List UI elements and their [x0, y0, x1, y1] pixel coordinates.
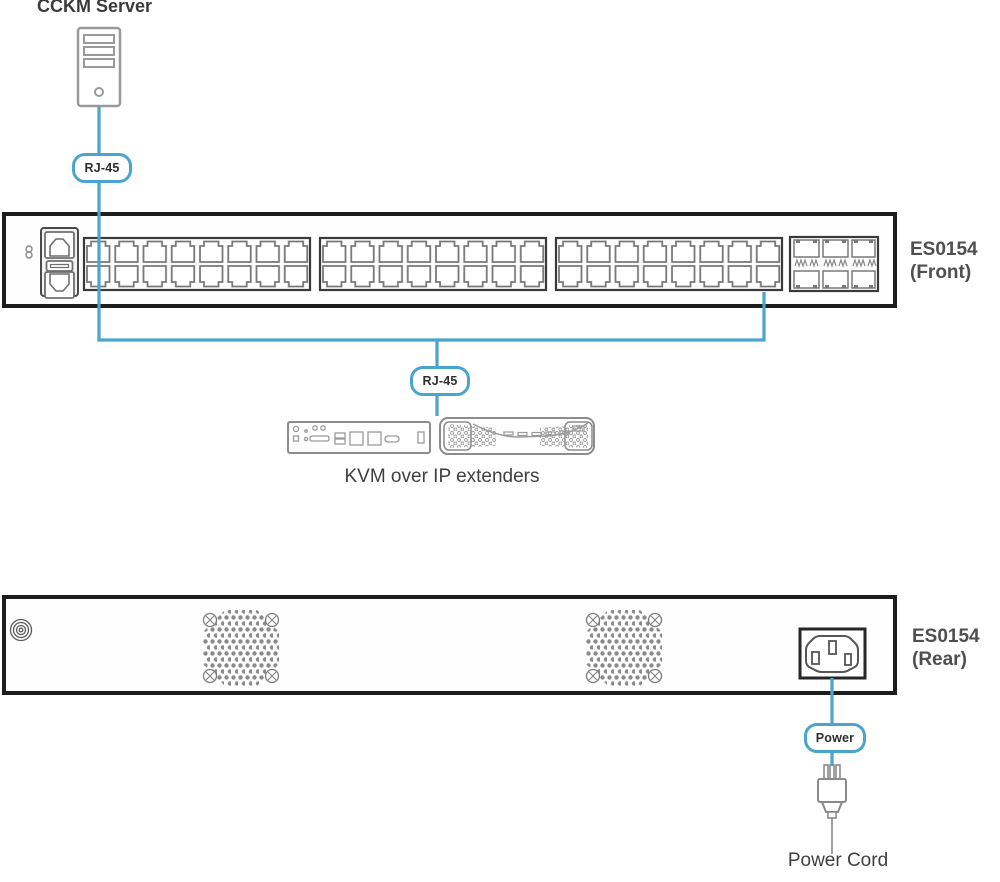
rear-panel	[2, 595, 897, 695]
sfp-latch-icons	[794, 258, 877, 268]
rj45-badge-server: RJ-45	[72, 153, 132, 183]
sfp-port-block	[788, 235, 880, 293]
rear-panel-view: (Rear)	[912, 649, 967, 670]
front-panel-label: ES0154 (Front)	[910, 238, 978, 284]
rj45-badge-extender: RJ-45	[410, 366, 470, 396]
cckm-server-label: CCKM Server	[37, 0, 153, 16]
console-port-module	[40, 227, 79, 299]
rj45-port-block-1	[82, 236, 312, 292]
rj45-port-block-3	[554, 236, 784, 292]
front-panel-view: (Front)	[910, 262, 972, 283]
front-panel	[2, 212, 897, 308]
fan-grille-icon	[202, 610, 280, 686]
rear-panel-frame	[2, 595, 897, 695]
power-inlet-icon	[798, 627, 867, 680]
power-cord-label: Power Cord	[787, 850, 889, 871]
rear-panel-label: ES0154 (Rear)	[912, 625, 980, 671]
fan-grille-icon	[585, 610, 663, 686]
ground-screw-icon	[9, 618, 33, 642]
front-panel-model: ES0154	[910, 239, 978, 260]
kvm-extenders-icon	[287, 417, 595, 455]
kvm-receiver-icon	[439, 417, 595, 455]
kvm-extenders-caption: KVM over IP extenders	[344, 466, 540, 487]
power-plug-icon	[817, 764, 847, 854]
kvm-transmitter-icon	[287, 421, 431, 454]
rear-panel-model: ES0154	[912, 626, 980, 647]
rj45-port-block-2	[318, 236, 548, 292]
power-badge: Power	[804, 723, 866, 753]
status-led-icons	[25, 245, 33, 259]
server-tower-icon	[76, 26, 122, 108]
